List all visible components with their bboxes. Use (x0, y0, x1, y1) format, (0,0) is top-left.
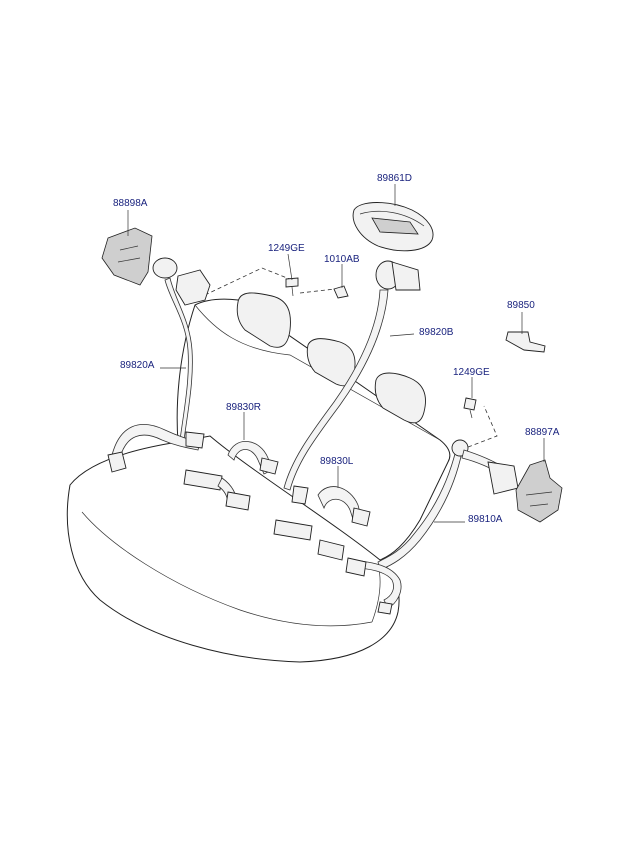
bolt-top (285, 277, 299, 297)
label-89850: 89850 (507, 300, 535, 311)
label-89861d: 89861D (377, 173, 412, 184)
label-1249ge-right: 1249GE (453, 367, 490, 378)
right-shoulder-belt (345, 439, 469, 615)
label-1010ab: 1010AB (324, 254, 360, 265)
label-88897a: 88897A (525, 427, 560, 438)
label-89810a: 89810A (468, 514, 503, 525)
seat-back (176, 298, 451, 561)
anchor-bracket (505, 331, 546, 353)
bolt-right (463, 397, 477, 419)
headrest-center (306, 338, 356, 387)
label-88898a: 88898A (113, 198, 148, 209)
label-89830r: 89830R (226, 402, 261, 413)
headrest-right (374, 372, 426, 424)
buckle-left-assembly (273, 486, 371, 561)
trim-cover-left (101, 227, 153, 286)
callout-labels: 88898A 89861D 1249GE 1010AB 89850 89820B… (113, 173, 560, 525)
label-89820a: 89820A (120, 360, 155, 371)
retractor-right (461, 449, 519, 495)
label-89830l: 89830L (320, 456, 354, 467)
leader-lines (127, 184, 545, 523)
headrest-left (236, 292, 291, 348)
center-shoulder-belt (283, 289, 389, 505)
retractor-cover-top (352, 202, 434, 252)
label-89820b: 89820B (419, 327, 454, 338)
buckle-right-assembly (183, 441, 279, 511)
center-retractor (333, 260, 421, 299)
trim-cover-right (515, 459, 563, 523)
retractor-left (152, 257, 211, 441)
label-1249ge-top: 1249GE (268, 243, 305, 254)
lap-belt-left (107, 424, 205, 473)
